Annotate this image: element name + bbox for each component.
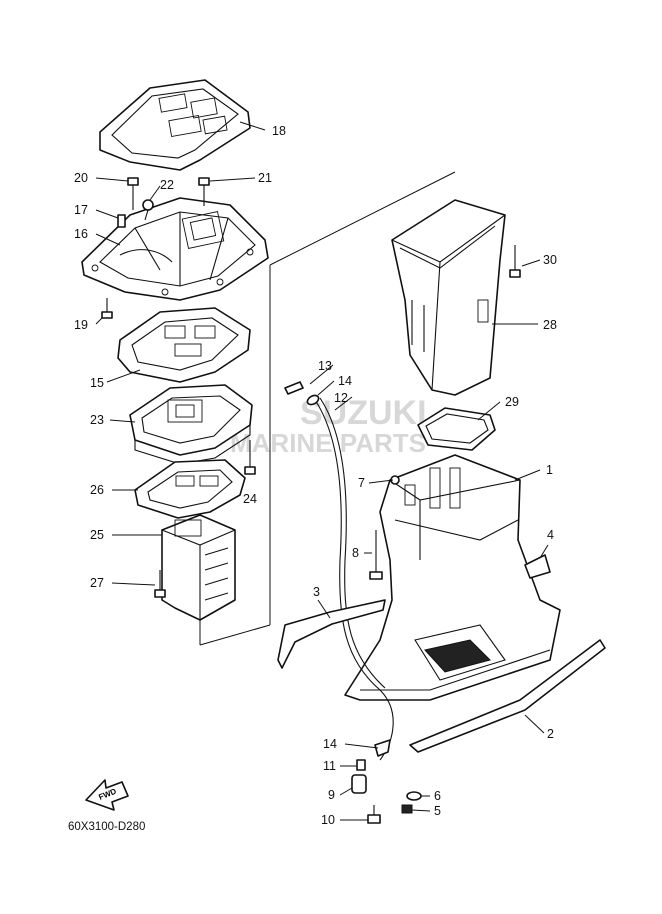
callout-14-bottom: 14 bbox=[323, 737, 337, 751]
callout-30: 30 bbox=[543, 253, 557, 267]
callout-24: 24 bbox=[243, 492, 257, 506]
bolt-20 bbox=[127, 177, 139, 210]
gasket-15 bbox=[117, 307, 251, 383]
casing-1 bbox=[344, 454, 561, 701]
screw-13 bbox=[284, 381, 304, 395]
callout-18: 18 bbox=[272, 124, 286, 138]
plug-11 bbox=[356, 759, 366, 771]
callout-16: 16 bbox=[74, 227, 88, 241]
bolt-8 bbox=[369, 530, 383, 580]
fitting-4 bbox=[524, 554, 551, 579]
gasket-26 bbox=[134, 459, 246, 519]
callout-10: 10 bbox=[321, 813, 335, 827]
callout-23: 23 bbox=[90, 413, 104, 427]
bolt-21 bbox=[198, 177, 210, 206]
bolt-24 bbox=[244, 440, 256, 475]
callout-6: 6 bbox=[434, 789, 441, 803]
callout-21: 21 bbox=[258, 171, 272, 185]
callout-7: 7 bbox=[358, 476, 365, 490]
callout-3: 3 bbox=[313, 585, 320, 599]
callout-2: 2 bbox=[547, 727, 554, 741]
watermark: SUZUKI MARINE PARTS bbox=[230, 394, 427, 458]
callout-8: 8 bbox=[352, 546, 359, 560]
clip-14-top bbox=[306, 394, 320, 406]
callout-19: 19 bbox=[74, 318, 88, 332]
callout-28: 28 bbox=[543, 318, 557, 332]
seal-29 bbox=[417, 407, 496, 451]
leader-lines bbox=[95, 121, 549, 821]
callout-27: 27 bbox=[90, 576, 104, 590]
bolt-5 bbox=[401, 804, 413, 814]
exhaust-25 bbox=[161, 514, 236, 621]
callout-26: 26 bbox=[90, 483, 104, 497]
washer-6 bbox=[406, 791, 422, 801]
casing-28 bbox=[391, 199, 506, 396]
callout-5: 5 bbox=[434, 804, 441, 818]
callout-1: 1 bbox=[546, 463, 553, 477]
strip-2 bbox=[409, 639, 606, 753]
sensor-9 bbox=[351, 774, 367, 794]
callouts: 18 20 21 22 17 16 19 15 23 26 24 25 27 1… bbox=[74, 124, 557, 827]
bolt-30 bbox=[509, 245, 521, 278]
callout-15: 15 bbox=[90, 376, 104, 390]
callout-11: 11 bbox=[323, 759, 336, 773]
upper-plate-16 bbox=[81, 197, 269, 301]
fitting-22 bbox=[142, 199, 154, 221]
callout-9: 9 bbox=[328, 788, 335, 802]
diagram-code: 60X3100-D280 bbox=[68, 821, 145, 833]
callout-25: 25 bbox=[90, 528, 104, 542]
strip-3 bbox=[277, 599, 386, 669]
callout-4: 4 bbox=[547, 528, 554, 542]
callout-14-top: 14 bbox=[338, 374, 352, 388]
callout-22: 22 bbox=[160, 178, 174, 192]
callout-17: 17 bbox=[74, 203, 88, 217]
callout-12: 12 bbox=[334, 391, 348, 405]
pin-17 bbox=[117, 214, 126, 228]
fwd-arrow-icon: FWD bbox=[85, 779, 129, 811]
bolt-10 bbox=[367, 805, 381, 824]
clip-14-bottom bbox=[374, 739, 391, 757]
bolt-27 bbox=[154, 570, 166, 598]
watermark-line2: MARINE PARTS bbox=[230, 428, 426, 458]
callout-13: 13 bbox=[318, 359, 332, 373]
bolt-19 bbox=[101, 298, 113, 319]
callout-20: 20 bbox=[74, 171, 88, 185]
gasket-18 bbox=[99, 79, 251, 171]
callout-29: 29 bbox=[505, 395, 519, 409]
